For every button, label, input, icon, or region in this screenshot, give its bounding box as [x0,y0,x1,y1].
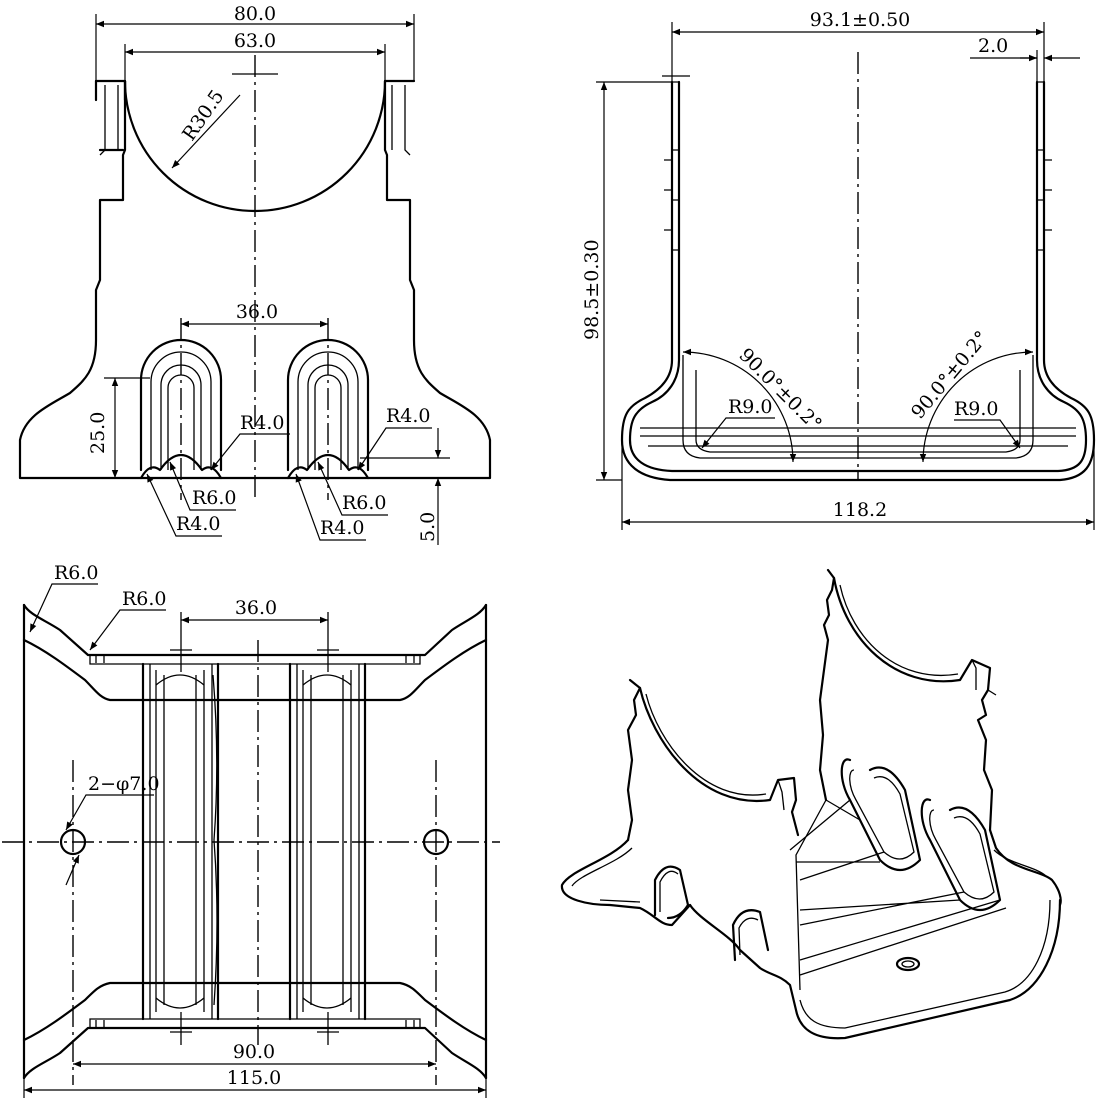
dim-front-r4-bottom-right: R4.0 [320,517,365,539]
dim-front-r4-bottom-left: R4.0 [176,513,221,535]
dim-front-inner-width: 63.0 [234,30,276,52]
side-outline [620,80,1096,482]
dim-top-hole-spacing: 90.0 [233,1041,275,1063]
dim-top-slot-spacing: 36.0 [235,597,277,619]
dim-front-r4-top-right: R4.0 [386,405,431,427]
dim-front-width: 80.0 [234,3,276,25]
dim-top-r6-inner: R6.0 [122,588,167,610]
dim-top-holes: 2−φ7.0 [88,773,160,795]
dim-front-height: 25.0 [87,412,109,454]
dim-side-total-width: 118.2 [833,499,887,521]
dim-front-r4-top-left: R4.0 [240,412,285,434]
dim-front-slot-spacing: 36.0 [236,301,278,323]
dim-side-inner-width: 93.1±0.50 [810,9,911,31]
dim-side-bend-right: R9.0 [954,398,999,420]
bracket-3d-icon [560,568,1062,1040]
dim-side-angle-left: 90.0°±0.2° [734,344,826,436]
dim-front-depth: 5.0 [417,512,439,542]
dim-side-height: 98.5±0.30 [581,239,603,340]
top-view: 36.0 R6.0 R6.0 2−φ7.0 90.0 115.0 [2,562,500,1098]
dim-side-bend-left: R9.0 [728,396,773,418]
side-view: 93.1±0.50 2.0 98.5±0.30 118.2 90.0°±0.2°… [581,9,1096,530]
dim-top-r6-outer: R6.0 [54,562,99,584]
front-view: 80.0 63.0 R30.5 36.0 25.0 R4.0 R4.0 R6.0… [18,3,492,545]
dim-front-r6-right: R6.0 [342,492,387,514]
dim-front-r6-left: R6.0 [192,487,237,509]
dim-side-thickness: 2.0 [978,35,1008,57]
dim-top-total-length: 115.0 [227,1067,281,1089]
